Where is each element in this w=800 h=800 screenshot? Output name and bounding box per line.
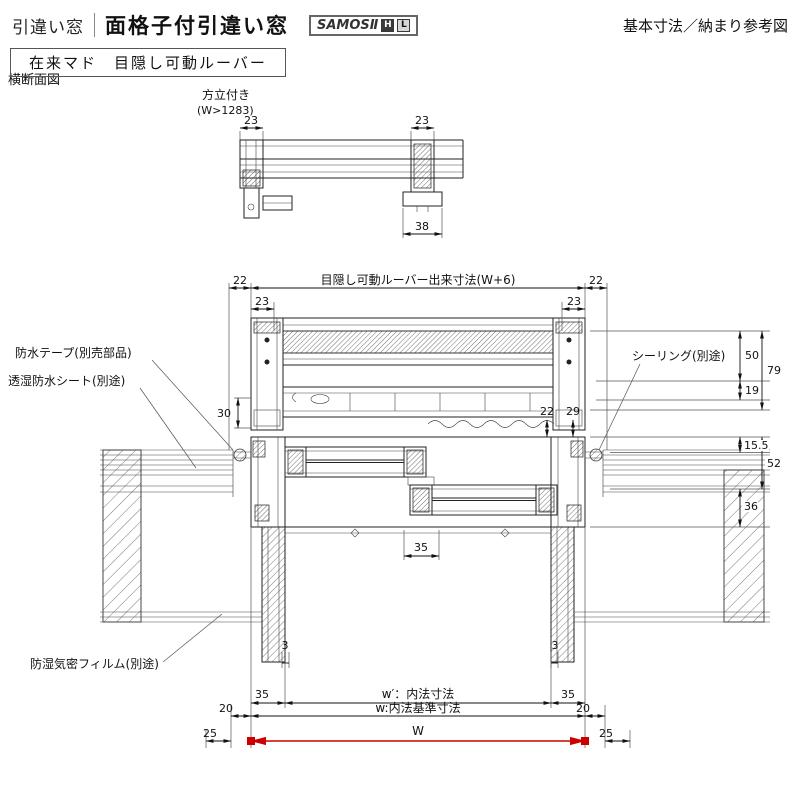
dim-louver-width: 目隠し可動ルーバー出来寸法(W+6)	[321, 273, 516, 287]
detail-dim-23-left: 23	[244, 114, 258, 127]
dimensions-side: 30 22 29	[217, 397, 580, 438]
dim-25-right: 25	[599, 727, 613, 740]
header-divider	[94, 13, 95, 37]
dim-52: 52	[767, 457, 781, 470]
series-brand: SAMOSⅡ	[317, 17, 379, 33]
waterproof-tape-mark	[233, 448, 247, 462]
dimensions-bottom: 35 3 3 35 w′：内法寸法 35 20 w:内法基準寸法 20 25 2…	[203, 527, 631, 748]
dim-19: 19	[745, 384, 759, 397]
dim-3-right: 3	[552, 639, 559, 652]
dimensions-right: 50 79 19 15.5 52 36	[590, 330, 781, 528]
header-right-note: 基本寸法／納まり参考図	[622, 16, 788, 35]
dim-20-left: 20	[219, 702, 233, 715]
mullion-detail-frame	[239, 139, 464, 219]
label-waterproof-tape: 防水テープ(別売部品)	[15, 345, 132, 360]
leader-annotations: 防水テープ(別売部品) 透湿防水シート(別途) 防湿気密フィルム(別途) シーリ…	[8, 345, 725, 671]
mullion-detail: 方立付き (W>1283) 23 23	[197, 87, 464, 238]
dim-23-left: 23	[255, 295, 269, 308]
dim-W-line: W	[247, 724, 589, 746]
sash-exterior	[284, 446, 427, 478]
louver-end-cap-right	[552, 317, 586, 431]
louver-end-cap-left	[250, 317, 284, 431]
page-title: 面格子付引違い窓	[105, 14, 289, 38]
label-breathable-sheet: 透湿防水シート(別途)	[8, 373, 125, 388]
spec-box: 在来マド 目隠し可動ルーバー	[10, 48, 286, 77]
dim-W: W	[412, 724, 424, 738]
label-vapor-film: 防湿気密フィルム(別途)	[30, 656, 159, 671]
label-sealing: シーリング(別途)	[632, 348, 725, 363]
dim-w-base: w:内法基準寸法	[375, 700, 460, 715]
sash-interior	[409, 484, 558, 516]
louver-unit	[250, 317, 586, 431]
dim-15-5: 15.5	[744, 439, 769, 452]
dim-79: 79	[767, 364, 781, 377]
louver-bottom-rail	[283, 386, 553, 418]
window-category: 引違い窓	[12, 17, 84, 38]
dim-23-right: 23	[567, 295, 581, 308]
dim-36: 36	[744, 500, 758, 513]
wall-left	[100, 449, 262, 623]
mullion-detail-title: 方立付き	[202, 87, 250, 102]
dim-35-right: 35	[561, 688, 575, 701]
wall-stud-right	[723, 469, 765, 623]
screen-wave-line	[427, 420, 555, 428]
dim-w-inner: w′：内法寸法	[382, 687, 455, 701]
window-frame	[233, 436, 603, 538]
detail-dim-38: 38	[415, 220, 429, 233]
dim-35-left: 35	[255, 688, 269, 701]
dim-3-left: 3	[282, 639, 289, 652]
dim-50: 50	[745, 349, 759, 362]
dim-35-mid: 35	[414, 541, 428, 554]
dim-25-left: 25	[203, 727, 217, 740]
meeting-interlock	[407, 476, 435, 486]
dim-22-right: 22	[589, 274, 603, 287]
dim-30: 30	[217, 407, 231, 420]
sealing-mark	[589, 448, 603, 462]
dim-22-mid: 22	[540, 405, 554, 418]
mullion-detail-subtitle: (W>1283)	[197, 104, 254, 117]
series-grade-h: H	[381, 18, 395, 32]
dimensions-top: 22 目隠し可動ルーバー出来寸法(W+6) 22 23 23	[228, 273, 608, 450]
dim-29: 29	[566, 405, 580, 418]
series-grade-l: L	[397, 18, 411, 32]
fastener-mark	[350, 528, 360, 538]
dim-20-right: 20	[576, 702, 590, 715]
wall-right	[574, 449, 770, 623]
page-header: 引違い窓 面格子付引違い窓 SAMOSⅡ H L 基本寸法／納まり参考図	[0, 0, 800, 40]
wall-stud-left	[102, 449, 142, 623]
series-badge: SAMOSⅡ H L	[309, 14, 419, 36]
dim-22-left: 22	[233, 274, 247, 287]
detail-dim-23-right: 23	[415, 114, 429, 127]
fastener-mark	[500, 528, 510, 538]
louver-blade-section	[282, 330, 554, 354]
